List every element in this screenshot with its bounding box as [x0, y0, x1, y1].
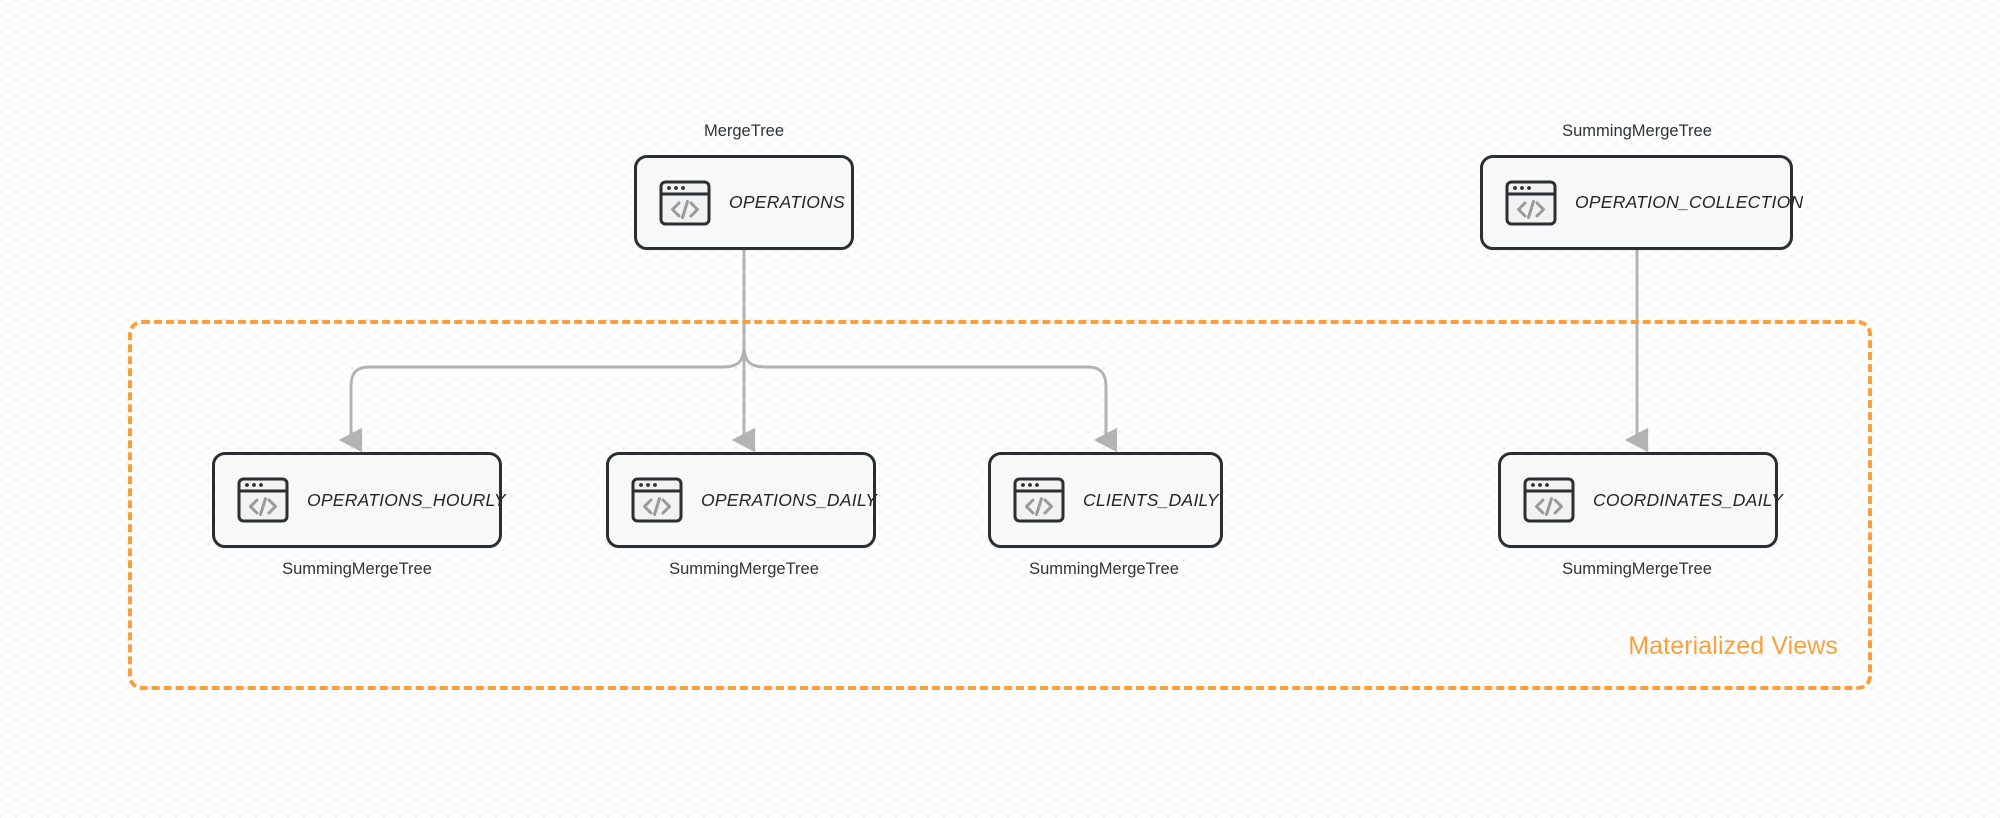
materialized-views-group-label: Materialized Views: [1628, 632, 1838, 660]
engine-label-operations_daily: SummingMergeTree: [669, 560, 819, 578]
engine-label-operations: MergeTree: [703, 122, 785, 140]
code-window-icon: [237, 477, 289, 523]
node-title: OPERATIONS: [729, 192, 845, 212]
code-window-icon: [659, 180, 711, 225]
node-coordinates_daily[interactable]: COORDINATES_DAILY: [1498, 452, 1783, 548]
code-window-icon: [237, 477, 289, 523]
code-window-icon: [1505, 180, 1557, 226]
code-window-icon: [659, 180, 711, 226]
materialized-views-group: [128, 320, 1872, 690]
code-window-icon: [631, 477, 683, 523]
code-window-icon: [1523, 477, 1575, 523]
code-window-icon: [1013, 477, 1065, 523]
engine-label-operations_hourly: SummingMergeTree: [282, 560, 432, 578]
node-clients_daily[interactable]: CLIENTS_DAILY: [988, 452, 1223, 548]
engine-label-operation_collection: SummingMergeTree: [1562, 122, 1712, 140]
node-title: OPERATION_COLLECTION: [1575, 192, 1804, 212]
node-title: OPERATIONS_HOURLY: [307, 489, 506, 510]
node-title: CLIENTS_DAILY: [1083, 489, 1219, 510]
code-window-icon: [631, 477, 683, 523]
node-operation_collection[interactable]: OPERATION_COLLECTION: [1480, 155, 1803, 250]
node-operations[interactable]: OPERATIONS: [634, 155, 854, 250]
node-title: OPERATIONS_DAILY: [701, 489, 878, 510]
node-title: COORDINATES_DAILY: [1593, 489, 1783, 510]
engine-label-coordinates_daily: SummingMergeTree: [1562, 560, 1712, 578]
code-window-icon: [1505, 180, 1557, 225]
code-window-icon: [1013, 477, 1065, 523]
code-window-icon: [1523, 477, 1575, 523]
node-operations_daily[interactable]: OPERATIONS_DAILY: [606, 452, 878, 548]
engine-label-clients_daily: SummingMergeTree: [1029, 560, 1179, 578]
node-operations_hourly[interactable]: OPERATIONS_HOURLY: [212, 452, 506, 548]
